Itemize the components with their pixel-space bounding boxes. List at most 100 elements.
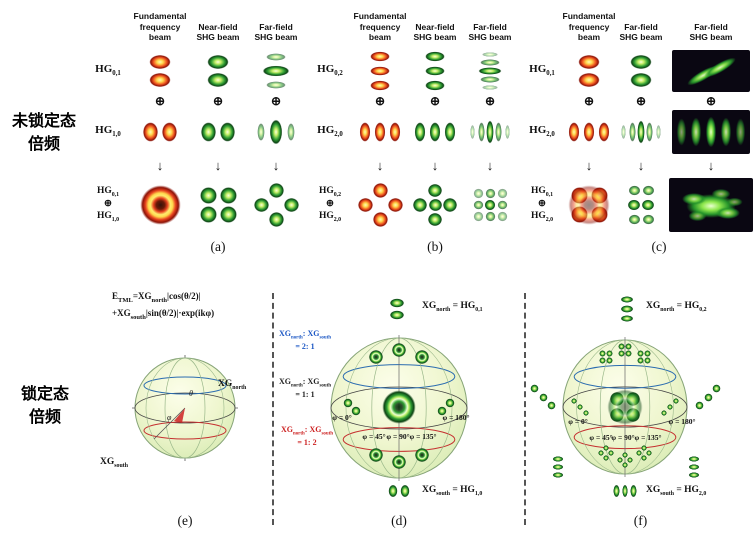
locked-shg-section: 锁定态 倍频 ETML=XGnorth|cos(θ/2)| +XGsouth|s… xyxy=(0,285,753,546)
column-header-line: SHG beam xyxy=(413,32,457,43)
figure-cell: (c) xyxy=(565,234,753,260)
column-header-line: Near-field xyxy=(415,21,455,32)
beam-lobe xyxy=(687,472,701,479)
beam-image-ring xyxy=(390,341,408,359)
text: |sin(θ/2)|·exp(ikφ) xyxy=(145,307,215,318)
figure-cell: ↓ xyxy=(565,156,613,176)
beam-lobe xyxy=(641,213,655,226)
beam-lobe xyxy=(606,357,613,364)
plus-operator-icon: ⊕ xyxy=(104,199,112,210)
panel-caption: (e) xyxy=(177,513,193,528)
figure-cell: ↓ xyxy=(192,156,244,176)
row-label: HG0,2 xyxy=(310,48,350,94)
phi-angle-label: φ = 135° xyxy=(634,433,662,442)
beam-image-d3r xyxy=(659,396,681,418)
beam-lobe xyxy=(551,455,565,462)
beam-lobe xyxy=(504,123,510,141)
beam-lobe xyxy=(646,449,653,457)
mode-subscript: north xyxy=(232,384,247,391)
figure-cell: ⊕ xyxy=(617,94,665,108)
beam-lobe xyxy=(598,349,606,357)
mode-name: HG xyxy=(95,63,113,76)
figure-cell xyxy=(669,108,753,156)
beam-lobe xyxy=(206,53,230,70)
arrow-down-icon: ↓ xyxy=(486,158,494,173)
ratio-label: XGnorth: XGsouth= 1: 2 xyxy=(278,425,336,448)
text: XG xyxy=(422,485,437,495)
beam-lobe xyxy=(583,121,595,143)
figure-cell xyxy=(192,48,244,94)
plus-operator-icon: ⊕ xyxy=(326,199,334,210)
beam-image-quad4 xyxy=(604,386,646,428)
beam-lobe xyxy=(551,463,565,471)
beam-image-h5f xyxy=(619,111,663,153)
ring-lobe xyxy=(413,446,431,464)
beam-lobe xyxy=(198,186,218,205)
figure-cell: (b) xyxy=(355,234,515,260)
text: XG xyxy=(646,485,661,495)
figure-cell xyxy=(355,176,405,234)
xg-north-label: XGnorth xyxy=(218,379,246,391)
figure-cell xyxy=(250,108,302,156)
row-label-line: HG1,0 xyxy=(97,211,119,224)
beam-lobe xyxy=(423,79,447,91)
text: XG xyxy=(646,301,661,311)
phi-angle-label: φ = 45° xyxy=(362,432,386,441)
row-label-line: HG2,0 xyxy=(529,124,555,139)
theta-symbol: θ xyxy=(189,389,193,398)
column-header-line: frequency beam xyxy=(359,21,401,43)
beam-image-v3 xyxy=(413,50,457,92)
beam-lobe xyxy=(621,484,629,498)
beam-image-v2 xyxy=(619,50,663,92)
figure-cell: (a) xyxy=(134,234,302,260)
row-label: HG2,0 xyxy=(310,108,350,156)
beam-lobe xyxy=(445,398,455,408)
column-header-line: frequency beam xyxy=(139,21,181,43)
section-label-line: 未锁定态 xyxy=(11,113,76,130)
mode-subscript: north xyxy=(436,306,451,313)
beam-lobe xyxy=(538,392,548,402)
beam-lobe xyxy=(371,182,389,199)
beam-lobe xyxy=(495,121,503,143)
beam-image-diamond4 xyxy=(597,444,615,462)
mode-subscript: north xyxy=(290,383,303,389)
beam-lobe xyxy=(267,211,285,228)
beam-lobe xyxy=(635,449,642,457)
mode-subscript: south xyxy=(319,383,332,389)
figure-cell: ↓ xyxy=(410,156,460,176)
column-header-line: SHG beam xyxy=(468,32,512,43)
figure-cell xyxy=(410,176,460,234)
beam-lobe xyxy=(219,120,237,144)
mode-name: HG xyxy=(529,124,547,137)
beam-lobe xyxy=(625,342,632,350)
row-label-line: HG2,0 xyxy=(531,211,553,224)
beam-lobe xyxy=(606,349,613,357)
plus-operator-icon: ⊕ xyxy=(705,93,717,108)
mode-subscript: 2,0 xyxy=(546,131,555,139)
text: = HG xyxy=(450,301,476,311)
beam-lobe xyxy=(570,397,578,405)
beam-image-h3 xyxy=(567,111,611,153)
text: XG xyxy=(278,377,291,386)
beam-lobe xyxy=(644,357,651,364)
beam-image-grid9 xyxy=(465,181,515,229)
beam-image-v2 xyxy=(383,295,411,323)
beam-lobe xyxy=(644,349,651,357)
beam-lobe xyxy=(695,400,705,410)
beam-image-ring xyxy=(413,348,431,366)
plus-operator-icon: ⊕ xyxy=(270,93,282,108)
panel-caption: (d) xyxy=(391,513,407,528)
beam-image-expv5 xyxy=(672,110,750,154)
figure-cell xyxy=(192,108,244,156)
beam-lobe xyxy=(218,186,238,205)
mode-name: HG xyxy=(317,63,335,76)
figure-cell: ↓ xyxy=(250,156,302,176)
beam-lobe xyxy=(628,121,636,143)
beam-image-d3 xyxy=(528,382,558,412)
beam-image-v3 xyxy=(613,295,641,323)
beam-image-h3 xyxy=(413,111,457,153)
beam-lobe xyxy=(496,199,508,211)
